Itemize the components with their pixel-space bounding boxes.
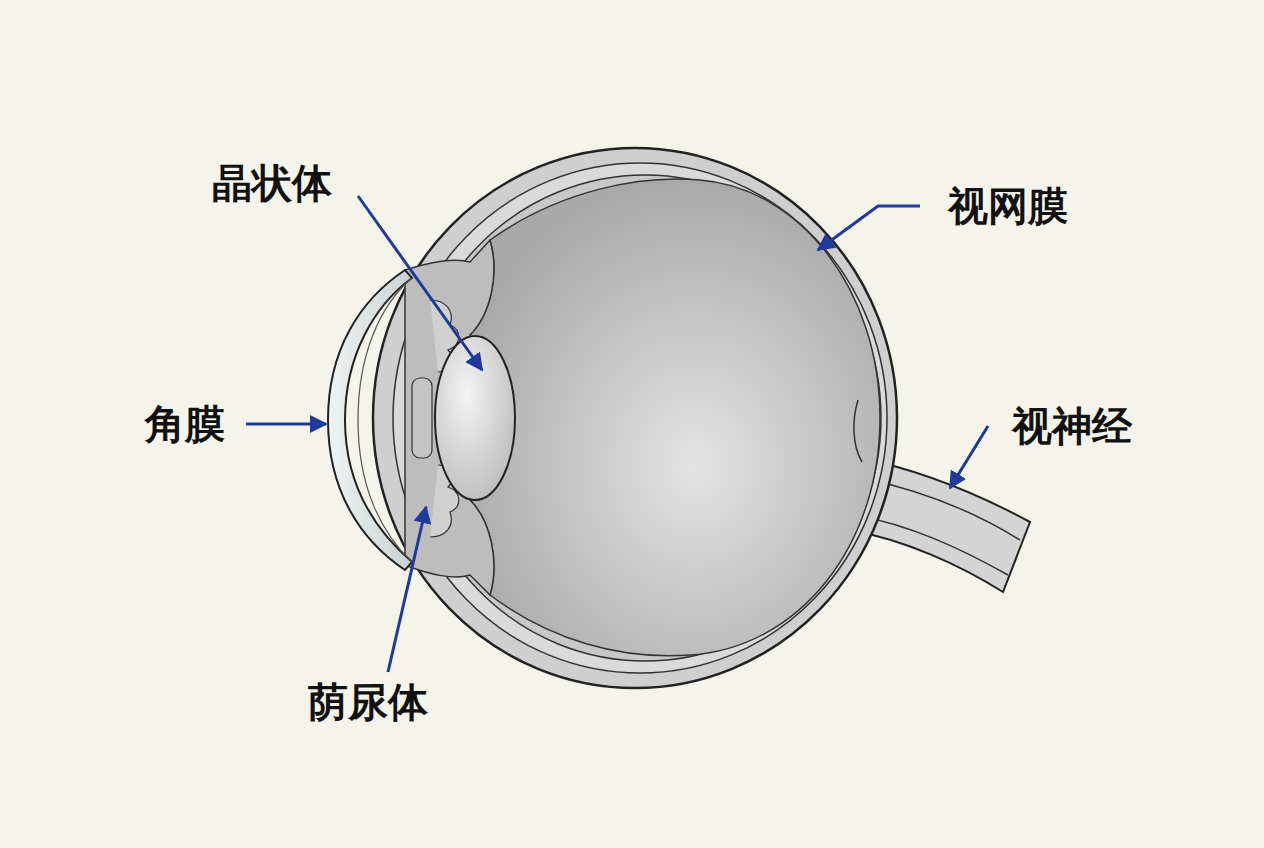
- eyeball: [373, 148, 897, 688]
- cornea: [328, 270, 412, 570]
- leader-lines: [246, 196, 988, 672]
- part-label: 角膜: [145, 402, 225, 446]
- part-label: 视神经: [1012, 404, 1132, 448]
- part-label: 视网膜: [948, 184, 1068, 228]
- part-label: 晶状体: [212, 161, 332, 205]
- part-label: 荫尿体: [308, 680, 428, 724]
